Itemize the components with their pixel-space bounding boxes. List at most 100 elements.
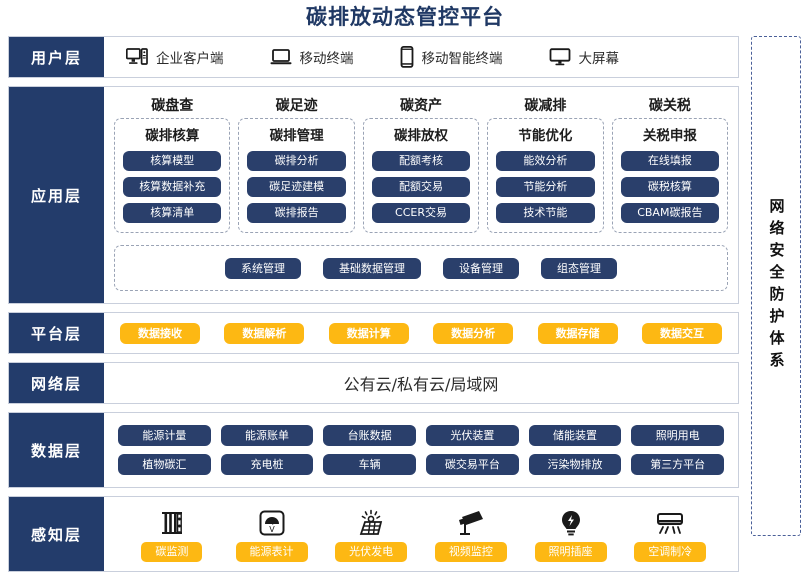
data-item-button[interactable]: 光伏装置	[426, 425, 519, 446]
app-bottom-button-device-management[interactable]: 设备管理	[443, 257, 519, 279]
layer-label-platform: 平台层	[9, 313, 104, 353]
app-bottom-box: 系统管理 基础数据管理 设备管理 组态管理	[114, 245, 728, 291]
app-column-subtitle: 节能优化	[518, 128, 573, 144]
app-item-button[interactable]: 核算清单	[123, 203, 222, 223]
sensing-item-label[interactable]: 视频监控	[434, 541, 507, 562]
app-column-subtitle: 关税申报	[642, 128, 697, 144]
layer-row-data: 数据层 能源计量 能源账单 台账数据 光伏装置 储能装置 照明用电 植物碳汇 充…	[8, 412, 739, 488]
data-item-button[interactable]: 台账数据	[323, 425, 417, 446]
app-item-button[interactable]: 节能分析	[496, 177, 595, 197]
data-item-button[interactable]: 污染物排放	[528, 454, 622, 475]
user-item-label: 企业客户端	[156, 51, 224, 67]
layer-body-network: 公有云/私有云/局域网	[104, 363, 738, 403]
platform-item-button[interactable]: 数据分析	[433, 322, 514, 344]
layer-label-sensing: 感知层	[9, 497, 104, 571]
user-item-smart-mobile-terminal[interactable]: 移动智能终端	[400, 45, 503, 68]
platform-item-button[interactable]: 数据接收	[120, 322, 200, 344]
app-item-button[interactable]: 在线填报	[620, 151, 720, 171]
sensing-item-air-conditioning[interactable]: 空调制冷	[620, 507, 720, 562]
data-item-button[interactable]: 植物碳汇	[118, 454, 211, 475]
app-bottom-button-basic-data-management[interactable]: 基础数据管理	[323, 257, 421, 279]
platform-item-button[interactable]: 数据解析	[224, 322, 305, 344]
user-item-label: 移动终端	[299, 51, 354, 67]
layer-body-user: 企业客户端 移动终端	[104, 37, 738, 77]
app-item-button[interactable]: CCER交易	[371, 203, 471, 223]
layer-row-user: 用户层 企业客户端	[8, 36, 739, 78]
data-item-button[interactable]: 能源计量	[118, 425, 211, 446]
user-item-label: 移动智能终端	[421, 51, 503, 67]
app-item-button[interactable]: 碳排报告	[247, 203, 346, 223]
app-bottom-button-system-management[interactable]: 系统管理	[225, 257, 301, 279]
app-column-box: 碳排管理 碳排分析 碳足迹建模 碳排报告	[238, 118, 355, 233]
app-column-title: 碳盘查	[151, 98, 194, 114]
layer-label-application: 应用层	[9, 87, 104, 303]
cctv-camera-icon	[456, 507, 486, 537]
monitor-icon	[549, 48, 571, 66]
data-item-button[interactable]: 充电桩	[220, 454, 314, 475]
app-item-button[interactable]: CBAM碳报告	[620, 203, 720, 223]
sensing-item-label[interactable]: 光伏发电	[335, 541, 408, 562]
laptop-icon	[270, 48, 292, 66]
app-item-button[interactable]: 能效分析	[496, 151, 595, 171]
app-column-box: 碳排放权 配额考核 配额交易 CCER交易	[362, 118, 480, 233]
app-item-button[interactable]: 核算数据补充	[123, 177, 222, 197]
app-column-subtitle: 碳排核算	[145, 128, 200, 144]
app-column-title: 碳减排	[524, 98, 567, 114]
carbon-sensor-icon	[159, 507, 185, 537]
app-column-box: 碳排核算 核算模型 核算数据补充 核算清单	[114, 118, 231, 233]
user-item-mobile-terminal[interactable]: 移动终端	[270, 47, 354, 67]
app-item-button[interactable]: 碳排分析	[247, 151, 346, 171]
data-item-button[interactable]: 第三方平台	[631, 454, 725, 475]
layer-body-platform: 数据接收 数据解析 数据计算 数据分析 数据存储 数据交互	[104, 313, 738, 353]
sensing-item-energy-meter[interactable]: V 能源表计	[222, 507, 322, 562]
architecture-diagram: 用户层 企业客户端	[8, 36, 802, 572]
layer-row-sensing: 感知层	[8, 496, 739, 572]
data-item-button[interactable]: 储能装置	[528, 425, 622, 446]
smartphone-icon	[400, 45, 414, 68]
sensing-item-video-surveillance[interactable]: 视频监控	[421, 507, 521, 562]
data-item-button[interactable]: 照明用电	[631, 425, 725, 446]
sensing-item-lighting-socket[interactable]: 照明插座	[521, 507, 621, 562]
user-item-enterprise-client[interactable]: 企业客户端	[125, 47, 224, 67]
app-column-carbon-asset: 碳资产 碳排放权 配额考核 配额交易 CCER交易	[362, 91, 480, 233]
desktop-tower-icon	[125, 48, 148, 66]
layer-row-platform: 平台层 数据接收 数据解析 数据计算 数据分析 数据存储 数据交互	[8, 312, 739, 354]
layer-label-data: 数据层	[9, 413, 104, 487]
sensing-item-label[interactable]: 碳监测	[141, 541, 203, 562]
lightbulb-icon	[559, 507, 583, 537]
app-column-title: 碳资产	[400, 98, 443, 114]
app-item-button[interactable]: 配额交易	[371, 177, 471, 197]
app-item-button[interactable]: 碳足迹建模	[247, 177, 346, 197]
meter-gauge-icon: V	[258, 507, 286, 537]
user-item-label: 大屏幕	[578, 51, 620, 67]
app-item-button[interactable]: 技术节能	[496, 203, 595, 223]
app-column-title: 碳关税	[648, 98, 691, 114]
app-item-button[interactable]: 核算模型	[123, 151, 222, 171]
app-item-button[interactable]: 配额考核	[371, 151, 471, 171]
sensing-item-carbon-monitoring[interactable]: 碳监测	[122, 507, 222, 562]
app-column-carbon-inventory: 碳盘查 碳排核算 核算模型 核算数据补充 核算清单	[114, 91, 231, 233]
data-item-button[interactable]: 能源账单	[220, 425, 314, 446]
sensing-item-solar-power[interactable]: 光伏发电	[321, 507, 421, 562]
air-conditioner-icon	[655, 507, 685, 537]
app-item-button[interactable]: 碳税核算	[620, 177, 720, 197]
sensing-item-label[interactable]: 能源表计	[235, 541, 308, 562]
platform-item-button[interactable]: 数据计算	[328, 322, 409, 344]
data-item-button[interactable]: 碳交易平台	[426, 454, 519, 475]
svg-text:V: V	[269, 525, 275, 534]
data-row-2: 植物碳汇 充电桩 车辆 碳交易平台 污染物排放 第三方平台	[118, 454, 725, 475]
app-column-title: 碳足迹	[275, 98, 318, 114]
app-column-carbon-tariff: 碳关税 关税申报 在线填报 碳税核算 CBAM碳报告	[611, 91, 729, 233]
data-row-1: 能源计量 能源账单 台账数据 光伏装置 储能装置 照明用电	[118, 425, 725, 446]
app-column-subtitle: 碳排管理	[269, 128, 324, 144]
layer-label-network: 网络层	[9, 363, 104, 403]
data-item-button[interactable]: 车辆	[323, 454, 417, 475]
platform-item-button[interactable]: 数据交互	[641, 322, 722, 344]
platform-item-button[interactable]: 数据存储	[537, 322, 618, 344]
app-bottom-button-configuration-management[interactable]: 组态管理	[541, 257, 617, 279]
layer-row-network: 网络层 公有云/私有云/局域网	[8, 362, 739, 404]
user-item-big-screen[interactable]: 大屏幕	[549, 47, 620, 67]
sensing-item-label[interactable]: 空调制冷	[634, 541, 707, 562]
solar-panel-icon	[357, 507, 385, 537]
sensing-item-label[interactable]: 照明插座	[534, 541, 607, 562]
